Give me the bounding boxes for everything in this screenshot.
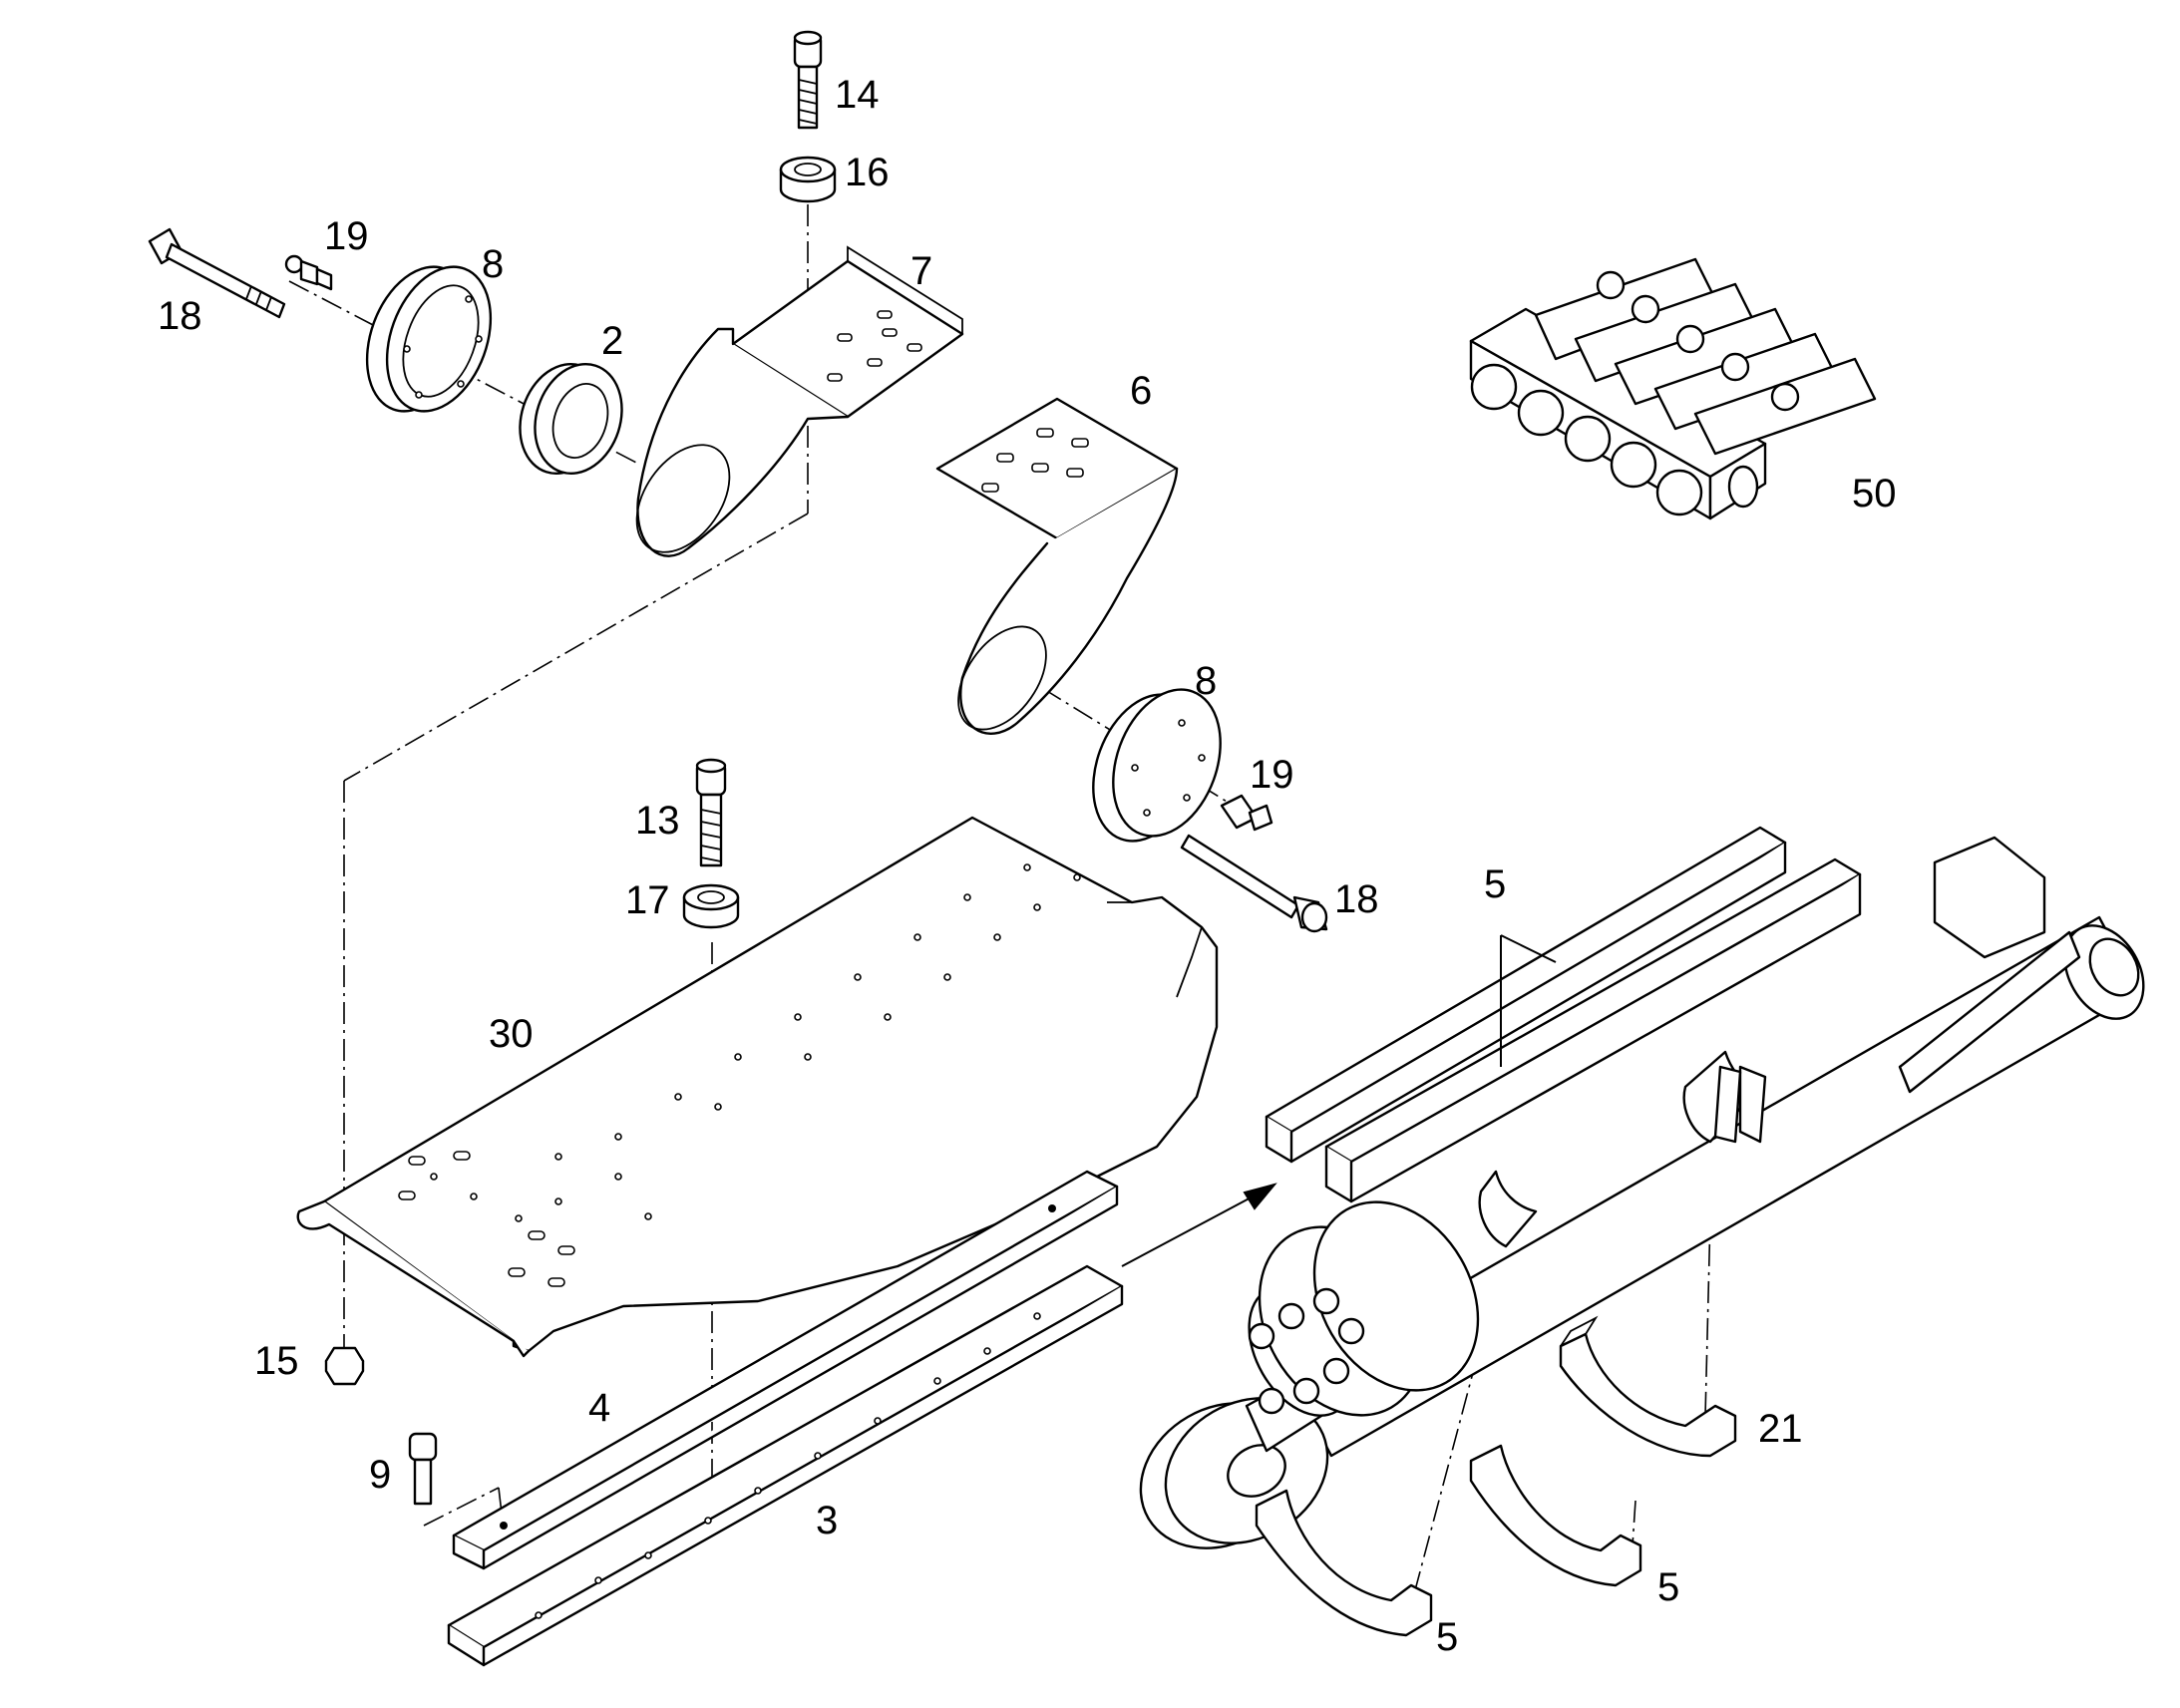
part-16-washer — [779, 156, 837, 203]
assembly-arrow — [1121, 1183, 1277, 1267]
callout-4: 4 — [588, 1386, 610, 1430]
callout-8: 8 — [1195, 659, 1217, 703]
part-14-cap-screw — [793, 30, 823, 130]
part-30-cover-plate — [296, 816, 1219, 1358]
part-18-long-bolt-middle — [1180, 834, 1328, 933]
part-9-small-bolt — [408, 1432, 438, 1506]
callout-6: 6 — [1130, 369, 1152, 413]
part-18-long-bolt-upper — [148, 227, 286, 319]
part-3-flat-bar — [447, 1264, 1124, 1667]
part-50-valve-block — [1469, 257, 1877, 520]
callout-8: 8 — [482, 242, 504, 286]
callout-3: 3 — [816, 1499, 838, 1542]
hydraulic-cylinder-assembly — [1139, 836, 2145, 1549]
callout-14: 14 — [835, 73, 880, 117]
part-13-cap-screw — [695, 758, 727, 867]
callout-labels: 14 16 19 8 7 18 2 6 50 8 19 13 17 18 5 3… — [158, 73, 1897, 1659]
part-2-bearing — [519, 362, 623, 476]
callout-16: 16 — [845, 151, 890, 194]
callout-17: 17 — [625, 878, 670, 922]
part-17-washer — [682, 883, 740, 929]
callout-5: 5 — [1436, 1615, 1458, 1659]
part-7-bracket-upper — [635, 245, 964, 557]
part-15-nut — [324, 1346, 365, 1386]
part-5-guide-rails — [1265, 826, 1862, 1203]
callout-19: 19 — [1250, 753, 1294, 797]
part-4-notched-strip — [452, 1170, 1119, 1570]
callout-18: 18 — [1334, 877, 1379, 921]
callout-19: 19 — [324, 214, 369, 258]
part-5-clamp-lower — [1255, 1489, 1433, 1637]
callout-9: 9 — [369, 1453, 391, 1497]
callout-5: 5 — [1657, 1565, 1679, 1609]
part-8-bearing-housing-middle — [1092, 688, 1222, 843]
part-19-grease-nipple-middle — [1220, 794, 1273, 832]
leader-lines — [1500, 934, 1557, 1067]
callout-2: 2 — [601, 319, 623, 363]
callout-5: 5 — [1484, 862, 1506, 906]
callout-18: 18 — [158, 294, 202, 338]
callout-30: 30 — [489, 1012, 534, 1056]
callout-7: 7 — [910, 249, 932, 293]
part-6-bracket-middle — [935, 397, 1179, 735]
callout-15: 15 — [254, 1339, 299, 1383]
callout-50: 50 — [1852, 472, 1897, 515]
part-8-bearing-housing-upper — [365, 265, 493, 413]
part-19-grease-nipple-upper — [284, 254, 333, 291]
callout-13: 13 — [635, 799, 680, 843]
part-21-clamp — [1559, 1315, 1737, 1458]
part-5-clamp-middle — [1469, 1444, 1642, 1587]
callout-21: 21 — [1758, 1407, 1803, 1451]
